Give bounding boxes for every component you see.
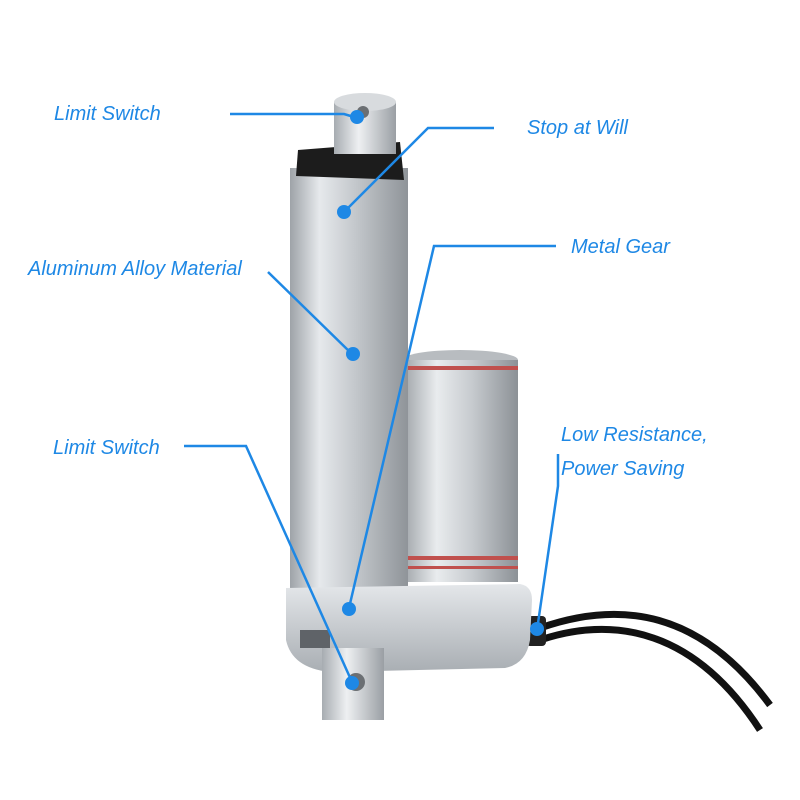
callout-line-alloy	[267, 271, 353, 355]
label-limit-switch-bottom: Limit Switch	[53, 437, 160, 459]
label-aluminum-alloy: Aluminum Alloy Material	[28, 258, 242, 280]
callout-line-lowres	[535, 454, 560, 631]
label-stop-at-will: Stop at Will	[527, 117, 628, 139]
callout-line-stop	[343, 126, 494, 213]
callout-dot-limit-bottom	[345, 676, 359, 690]
callout-dot-lowres	[530, 622, 544, 636]
piston-rod	[334, 93, 396, 154]
callout-lines	[184, 112, 560, 683]
callout-line-limit-bottom	[184, 444, 354, 683]
label-limit-switch-top: Limit Switch	[54, 103, 161, 125]
callout-line-metal-gear	[347, 244, 556, 609]
power-cable	[526, 610, 773, 732]
label-low-resistance-line2: Power Saving	[561, 458, 685, 480]
label-low-resistance: Low Resistance, Power Saving	[561, 418, 708, 486]
callout-dot-stop	[337, 205, 351, 219]
callout-dot-metal-gear	[342, 602, 356, 616]
callout-dots	[337, 110, 544, 690]
actuator-tube	[290, 142, 408, 598]
label-metal-gear: Metal Gear	[571, 236, 670, 258]
callout-dot-alloy	[346, 347, 360, 361]
label-low-resistance-line1: Low Resistance,	[561, 424, 708, 446]
callout-dot-limit-top	[350, 110, 364, 124]
